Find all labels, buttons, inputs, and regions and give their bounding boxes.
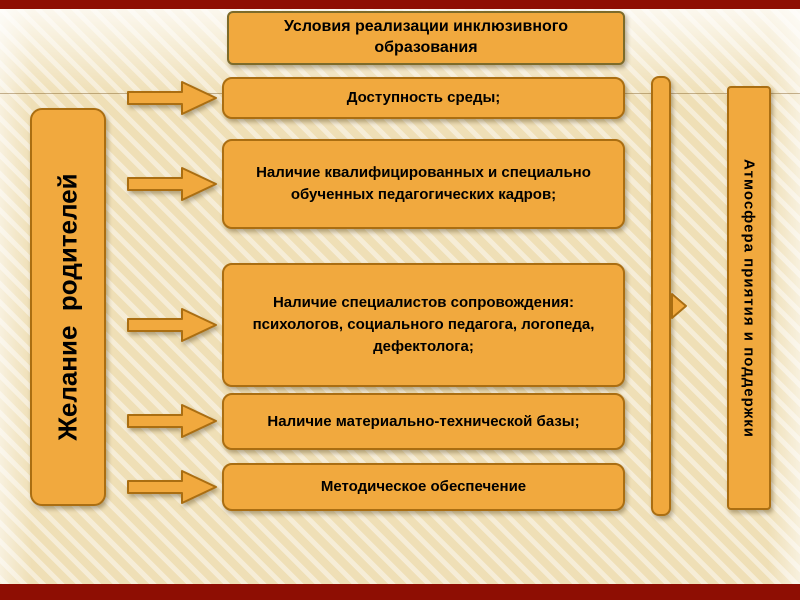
bottom-accent-bar [0, 584, 800, 600]
title-box: Условия реализации инклюзивного образова… [227, 11, 625, 65]
condition-box-3: Наличие специалистов сопровождения: псих… [222, 263, 625, 387]
small-arrow-right-icon [670, 292, 688, 320]
vertical-connector-bar [651, 76, 671, 516]
condition-box-5: Методическое обеспечение [222, 463, 625, 511]
condition-box-4: Наличие материально-технической базы; [222, 393, 625, 450]
condition-text: Наличие материально-технической базы; [267, 412, 580, 430]
parents-desire-label: Желание родителей [52, 173, 83, 441]
arrow-right-icon [126, 305, 218, 345]
slide-title: Условия реализации инклюзивного образова… [283, 18, 568, 56]
condition-box-1: Доступность среды; [222, 77, 625, 119]
parents-desire-box: Желание родителей [30, 108, 106, 506]
atmosphere-box: Атмосфера приятия и поддержки [727, 86, 771, 510]
condition-text: Методическое обеспечение [320, 478, 527, 496]
arrow-right-icon [126, 78, 218, 118]
condition-text: Наличие специалистов сопровождения: псих… [252, 294, 595, 355]
condition-text: Доступность среды; [346, 89, 501, 107]
atmosphere-label: Атмосфера приятия и поддержки [740, 158, 758, 438]
arrow-right-icon [126, 467, 218, 507]
top-accent-bar [0, 0, 800, 9]
arrow-right-icon [126, 164, 218, 204]
condition-text: Наличие квалифицированных и специально о… [256, 164, 591, 203]
condition-box-2: Наличие квалифицированных и специально о… [222, 139, 625, 229]
arrow-right-icon [126, 401, 218, 441]
